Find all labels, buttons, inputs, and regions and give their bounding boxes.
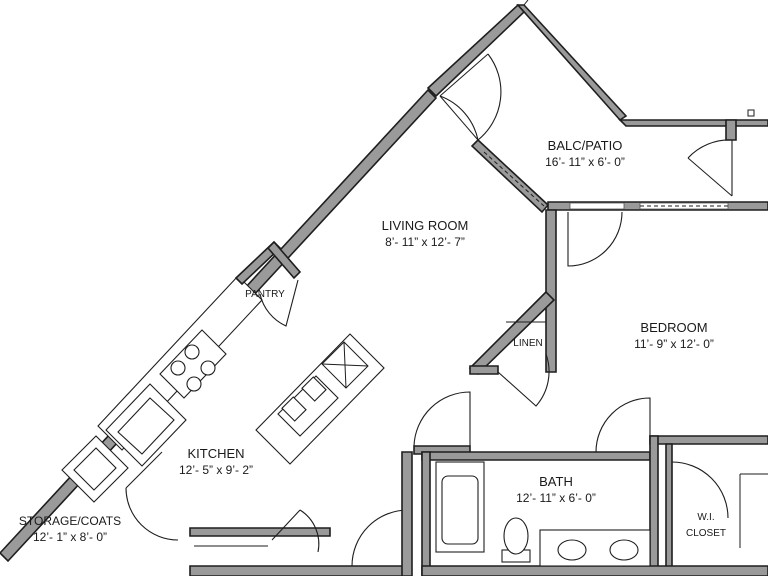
wall-kitchen-bottom — [189, 527, 331, 537]
island-sink-left — [281, 396, 307, 422]
door-swing-bedroom-top — [567, 211, 623, 267]
bath-name: BATH — [539, 474, 573, 489]
bedroom-dims: 11’- 9” x 12’- 0” — [634, 337, 714, 351]
wall-exterior-diagonal-upper — [426, 3, 526, 98]
door-leaf-balcony-right — [687, 157, 733, 197]
balcony-rail-top — [523, 0, 529, 6]
bedroom-name: BEDROOM — [640, 320, 707, 335]
burner-1 — [170, 360, 186, 376]
wall-bath-bottom — [421, 565, 768, 576]
pantry-name: PANTRY — [245, 289, 285, 300]
island-cooktop-diag-2 — [343, 341, 347, 389]
slider-line-living — [439, 95, 479, 141]
balcony-marker — [747, 109, 755, 117]
wall-pantry-right — [266, 240, 302, 280]
door-swing-coat — [271, 509, 320, 553]
door-arc-balcony — [477, 53, 502, 141]
door-leaf-storage — [125, 451, 163, 489]
living-dims: 8’- 11” x 12’- 7” — [385, 235, 465, 249]
door-swing-bath-left — [413, 391, 471, 447]
wall-linen-diagonal — [468, 290, 556, 376]
door-swing-pantry — [259, 279, 299, 327]
door-swing-bedroom-bath — [595, 397, 651, 453]
wall-closet-left — [649, 435, 659, 576]
wall-bedroom-closet — [649, 435, 768, 445]
burner-3 — [186, 376, 202, 392]
kitchen-dims: 12’- 5” x 9’- 2” — [179, 463, 253, 477]
balcony-name: BALC/PATIO — [548, 138, 623, 153]
burner-2 — [184, 344, 200, 360]
island-sink-right — [301, 376, 327, 402]
door-swing-balcony-right — [687, 139, 733, 196]
door-leaf-living-balcony — [439, 53, 489, 97]
bedroom-window — [569, 202, 625, 210]
living-name: LIVING ROOM — [382, 218, 469, 233]
wall-balcony-outer — [516, 4, 628, 122]
wall-closet-inner — [665, 443, 673, 576]
wall-bath-top — [421, 451, 651, 461]
closet-name-line1: W.I. — [697, 512, 714, 523]
bath-dims: 12’- 11” x 6’- 0” — [516, 491, 596, 505]
storage-dims: 12’- 1” x 8’- 0” — [33, 530, 107, 544]
door-swing-entry — [351, 509, 409, 567]
wall-living-bedroom — [545, 209, 557, 373]
wall-linen-bottom — [469, 365, 499, 375]
door-swing-linen — [497, 353, 550, 407]
storage-name: STORAGE/COATS — [19, 514, 121, 528]
toilet-bowl — [503, 517, 529, 555]
linen-name: LINEN — [513, 338, 542, 349]
dishwasher-inner — [117, 397, 175, 455]
wall-balcony-post — [725, 119, 737, 141]
sink-left — [557, 539, 587, 561]
wall-bath-left — [421, 451, 431, 576]
wall-balcony-top — [618, 119, 768, 127]
storage-unit-inner — [73, 447, 117, 491]
door-swing-living-balcony — [439, 95, 479, 141]
balcony-dims: 16’- 11” x 6’- 0” — [545, 155, 625, 169]
kitchen-name: KITCHEN — [187, 446, 244, 461]
door-swing-closet — [671, 461, 729, 519]
closet-name-line2: CLOSET — [686, 528, 726, 539]
wall-kitchen-bottom-lower — [189, 565, 411, 576]
sink-right — [609, 539, 639, 561]
wall-entry-right — [401, 451, 413, 576]
burner-4 — [200, 360, 216, 376]
bathtub-basin — [441, 475, 479, 545]
door-swing-storage — [125, 487, 179, 541]
range — [159, 329, 227, 399]
